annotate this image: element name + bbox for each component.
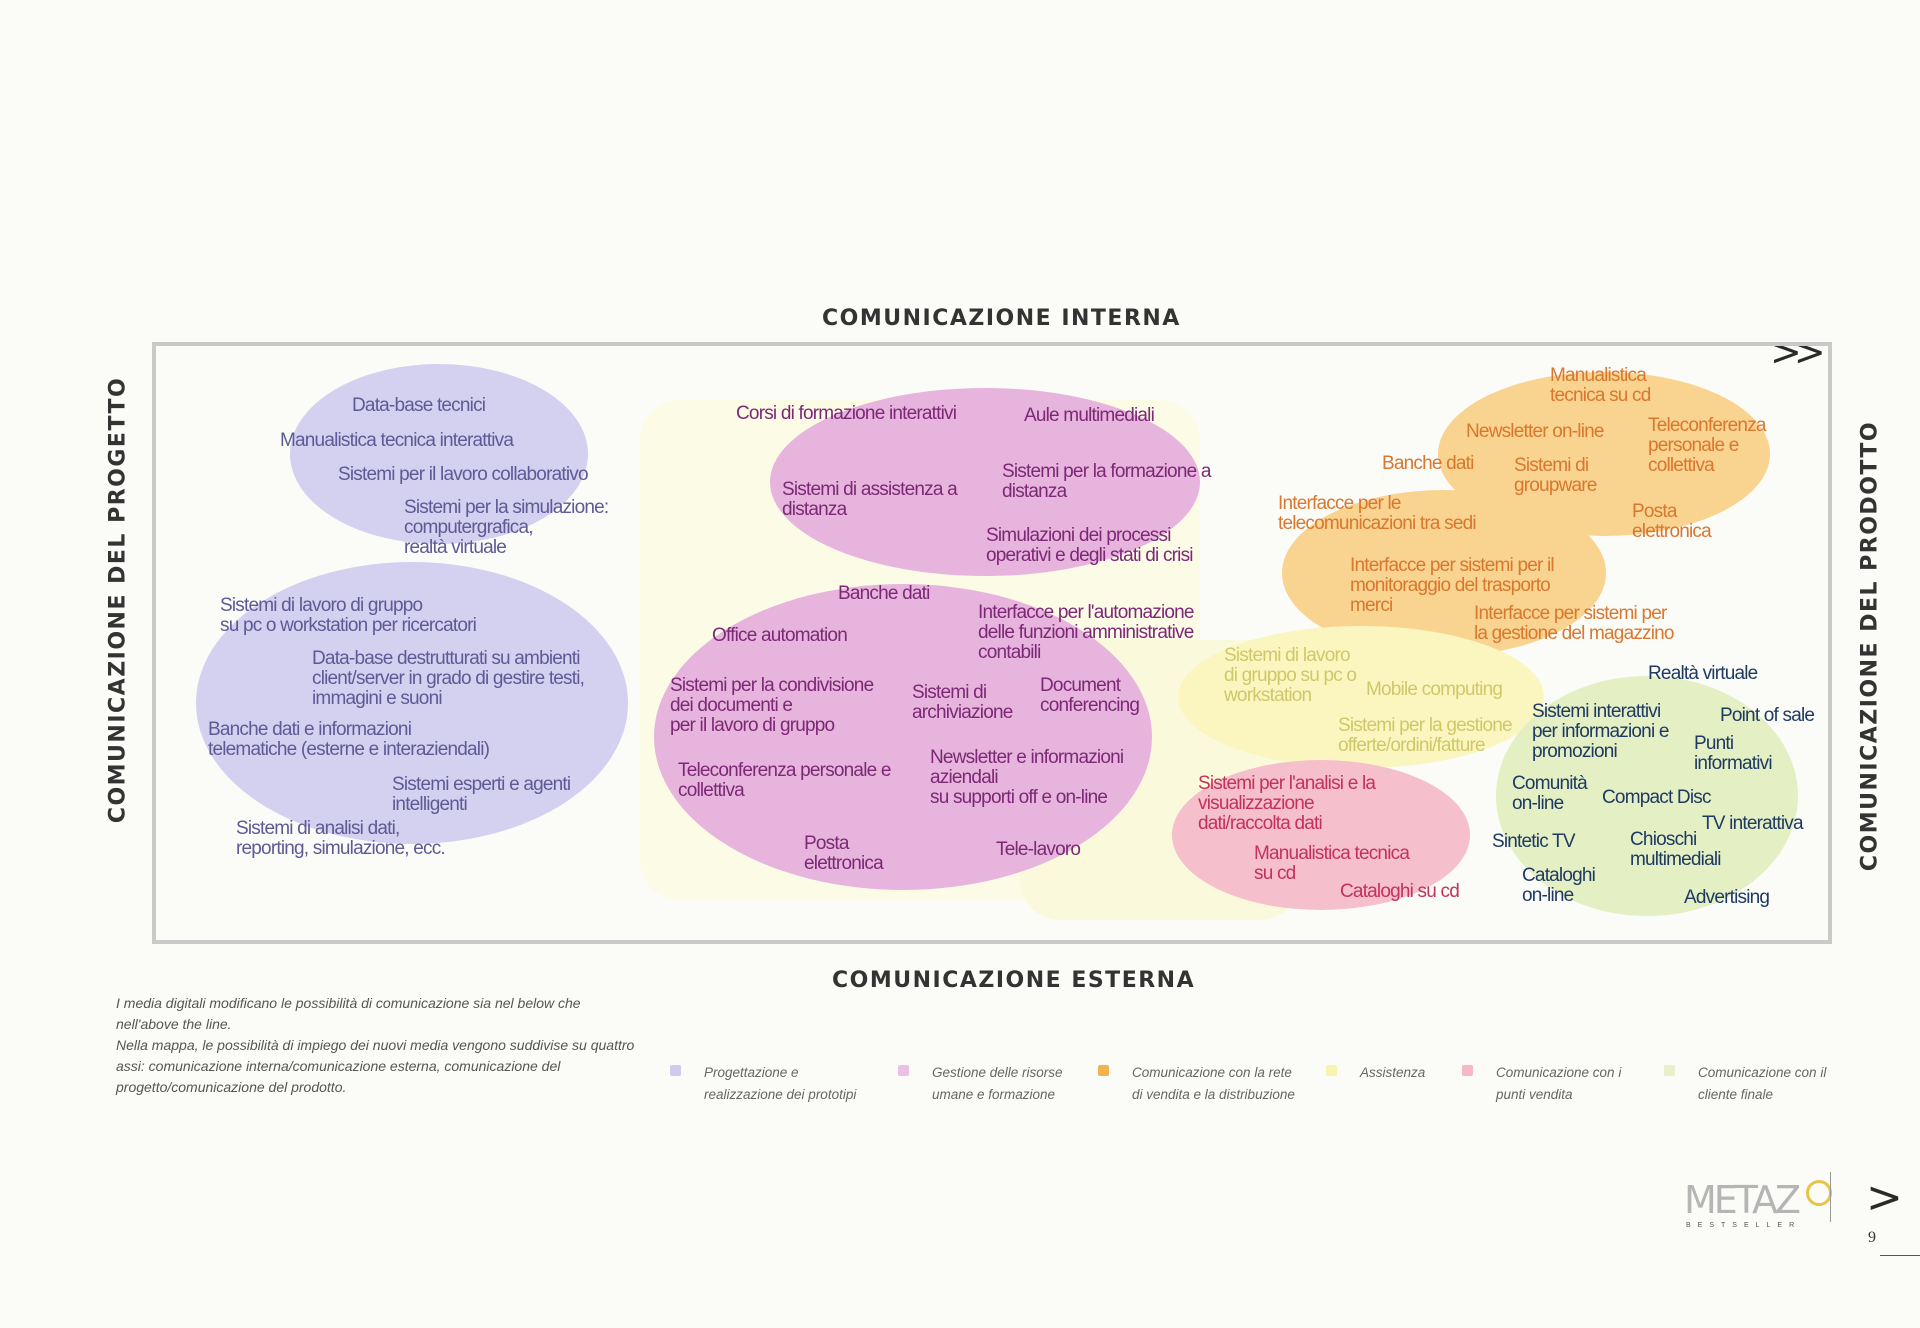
item-manualistica-tecnica-interattiva: Manualistica tecnica interattiva	[280, 430, 514, 451]
item-sistemi-groupware: Sistemi di groupware	[1514, 455, 1597, 496]
axis-right-label: COMUNICAZIONE DEL PRODOTTO	[1857, 420, 1883, 872]
item-corsi-formazione: Corsi di formazione interattivi	[736, 403, 957, 424]
cluster-punti-vendita	[1172, 760, 1470, 910]
legend-swatch	[1462, 1065, 1473, 1076]
cluster-risorse-bottom	[654, 584, 1152, 890]
item-newsletter-online: Newsletter on-line	[1466, 421, 1604, 442]
item-sistemi-lavoro-collaborativo: Sistemi per il lavoro collaborativo	[338, 464, 589, 485]
logo-divider	[1830, 1172, 1831, 1222]
item-interfacce-magazzino: Interfacce per sistemi per la gestione d…	[1474, 603, 1675, 644]
legend-label: Comunicazione con la rete di vendita e l…	[1132, 1065, 1295, 1102]
item-sistemi-gestione-offerte: Sistemi per la gestione offerte/ordini/f…	[1338, 715, 1513, 756]
next-page-chevron-icon[interactable]: >	[1866, 1172, 1903, 1223]
item-manualistica-tecnica-cd-pv: Manualistica tecnica su cd	[1254, 843, 1410, 884]
item-sintetic-tv: Sintetic TV	[1492, 831, 1576, 852]
legend-swatch	[1326, 1065, 1337, 1076]
axis-left-label: COMUNICAZIONE DEL PROGETTO	[105, 376, 131, 824]
item-banche-dati: Banche dati	[838, 583, 930, 604]
item-realta-virtuale: Realtà virtuale	[1648, 663, 1758, 684]
map-frame	[152, 342, 1832, 944]
item-chioschi-multimediali: Chioschi multimediali	[1630, 829, 1722, 870]
item-data-base-tecnici: Data-base tecnici	[352, 395, 486, 416]
cluster-cliente	[1496, 676, 1798, 916]
legend-label: Progettazione e realizzazione dei protot…	[704, 1065, 857, 1102]
item-mobile-computing: Mobile computing	[1366, 679, 1503, 700]
legend-swatch	[1664, 1065, 1675, 1076]
cluster-assistenza	[1178, 626, 1544, 768]
item-banche-dati-rete: Banche dati	[1382, 453, 1474, 474]
logo-o-circle-icon	[1806, 1180, 1832, 1206]
double-chevron-right-icon: >>	[1770, 330, 1826, 374]
page-number-underline	[1880, 1255, 1920, 1256]
item-sistemi-simulazione: Sistemi per la simulazione: computergraf…	[404, 497, 609, 558]
item-punti-informativi: Punti informativi	[1694, 733, 1773, 774]
item-interfacce-telecomunicazioni: Interfacce per le telecomunicazioni tra …	[1278, 493, 1477, 534]
item-comunita-online: Comunità on-line	[1512, 773, 1588, 814]
page-number: 9	[1868, 1229, 1876, 1246]
item-compact-disc: Compact Disc	[1602, 787, 1711, 808]
item-posta-elettronica-rete: Posta elettronica	[1632, 501, 1712, 542]
legend-label: Comunicazione con il cliente finale	[1698, 1065, 1827, 1102]
item-sistemi-esperti: Sistemi esperti e agenti intelligenti	[392, 774, 571, 815]
item-sistemi-analisi-visualizzazione: Sistemi per l'analisi e la visualizzazio…	[1198, 773, 1376, 834]
legend-label: Comunicazione con i punti vendita	[1496, 1065, 1622, 1102]
item-sistemi-lavoro-gruppo-ricercatori: Sistemi di lavoro di gruppo su pc o work…	[220, 595, 477, 636]
item-sistemi-assistenza-distanza: Sistemi di assistenza a distanza	[782, 479, 958, 520]
item-teleconferenza-personale: Teleconferenza personale e collettiva	[1648, 415, 1766, 476]
item-aule-multimediali: Aule multimediali	[1024, 405, 1155, 426]
item-sistemi-formazione-distanza: Sistemi per la formazione a distanza	[1002, 461, 1211, 502]
cluster-risorse-top	[770, 388, 1200, 576]
item-interfacce-trasporto: Interfacce per sistemi per il monitoragg…	[1350, 555, 1555, 616]
item-sistemi-interattivi: Sistemi interattivi per informazioni e p…	[1532, 701, 1669, 762]
item-sistemi-condivisione: Sistemi per la condivisione dei document…	[670, 675, 874, 736]
item-sistemi-lavoro-workstation: Sistemi di lavoro di gruppo su pc o work…	[1224, 645, 1357, 706]
metazoo-logo: METAZ	[1684, 1178, 1801, 1222]
item-office-automation: Office automation	[712, 625, 848, 646]
caption-text: I media digitali modificano le possibili…	[116, 995, 635, 1095]
item-data-base-destrutturati: Data-base destrutturati su ambienti clie…	[312, 648, 585, 709]
item-banche-dati-telematiche: Banche dati e informazioni telematiche (…	[208, 719, 490, 760]
cluster-progetto-bottom	[196, 562, 628, 844]
item-posta-elettronica: Posta elettronica	[804, 833, 884, 874]
item-sistemi-analisi-dati: Sistemi di analisi dati, reporting, simu…	[236, 818, 446, 859]
item-newsletter-aziendali: Newsletter e informazioni aziendali su s…	[930, 747, 1124, 808]
logo-subtitle: BESTSELLER	[1686, 1222, 1802, 1229]
item-point-of-sale: Point of sale	[1720, 705, 1815, 726]
legend-swatch	[670, 1065, 681, 1076]
item-cataloghi-online: Cataloghi on-line	[1522, 865, 1596, 906]
axis-bottom-label: COMUNICAZIONE ESTERNA	[832, 968, 1196, 993]
item-cataloghi-cd: Cataloghi su cd	[1340, 881, 1460, 902]
item-advertising: Advertising	[1684, 887, 1770, 908]
item-interfacce-automazione: Interfacce per l'automazione delle funzi…	[978, 602, 1195, 663]
item-manualistica-tecnica-cd: Manualistica tecnica su cd	[1550, 365, 1651, 406]
legend-swatch	[898, 1065, 909, 1076]
item-document-conferencing: Document conferencing	[1040, 675, 1140, 716]
item-tv-interattiva: TV interattiva	[1702, 813, 1804, 834]
cluster-progetto-top	[290, 364, 588, 544]
item-simulazioni-processi: Simulazioni dei processi operativi e deg…	[986, 525, 1194, 566]
item-sistemi-archiviazione: Sistemi di archiviazione	[912, 682, 1013, 723]
legend-label: Assistenza	[1360, 1065, 1426, 1080]
item-teleconferenza: Teleconferenza personale e collettiva	[678, 760, 891, 801]
legend-label: Gestione delle risorse umane e formazion…	[932, 1065, 1063, 1102]
legend-swatch	[1098, 1065, 1109, 1076]
item-tele-lavoro: Tele-lavoro	[996, 839, 1081, 860]
axis-top-label: COMUNICAZIONE INTERNA	[822, 306, 1181, 331]
